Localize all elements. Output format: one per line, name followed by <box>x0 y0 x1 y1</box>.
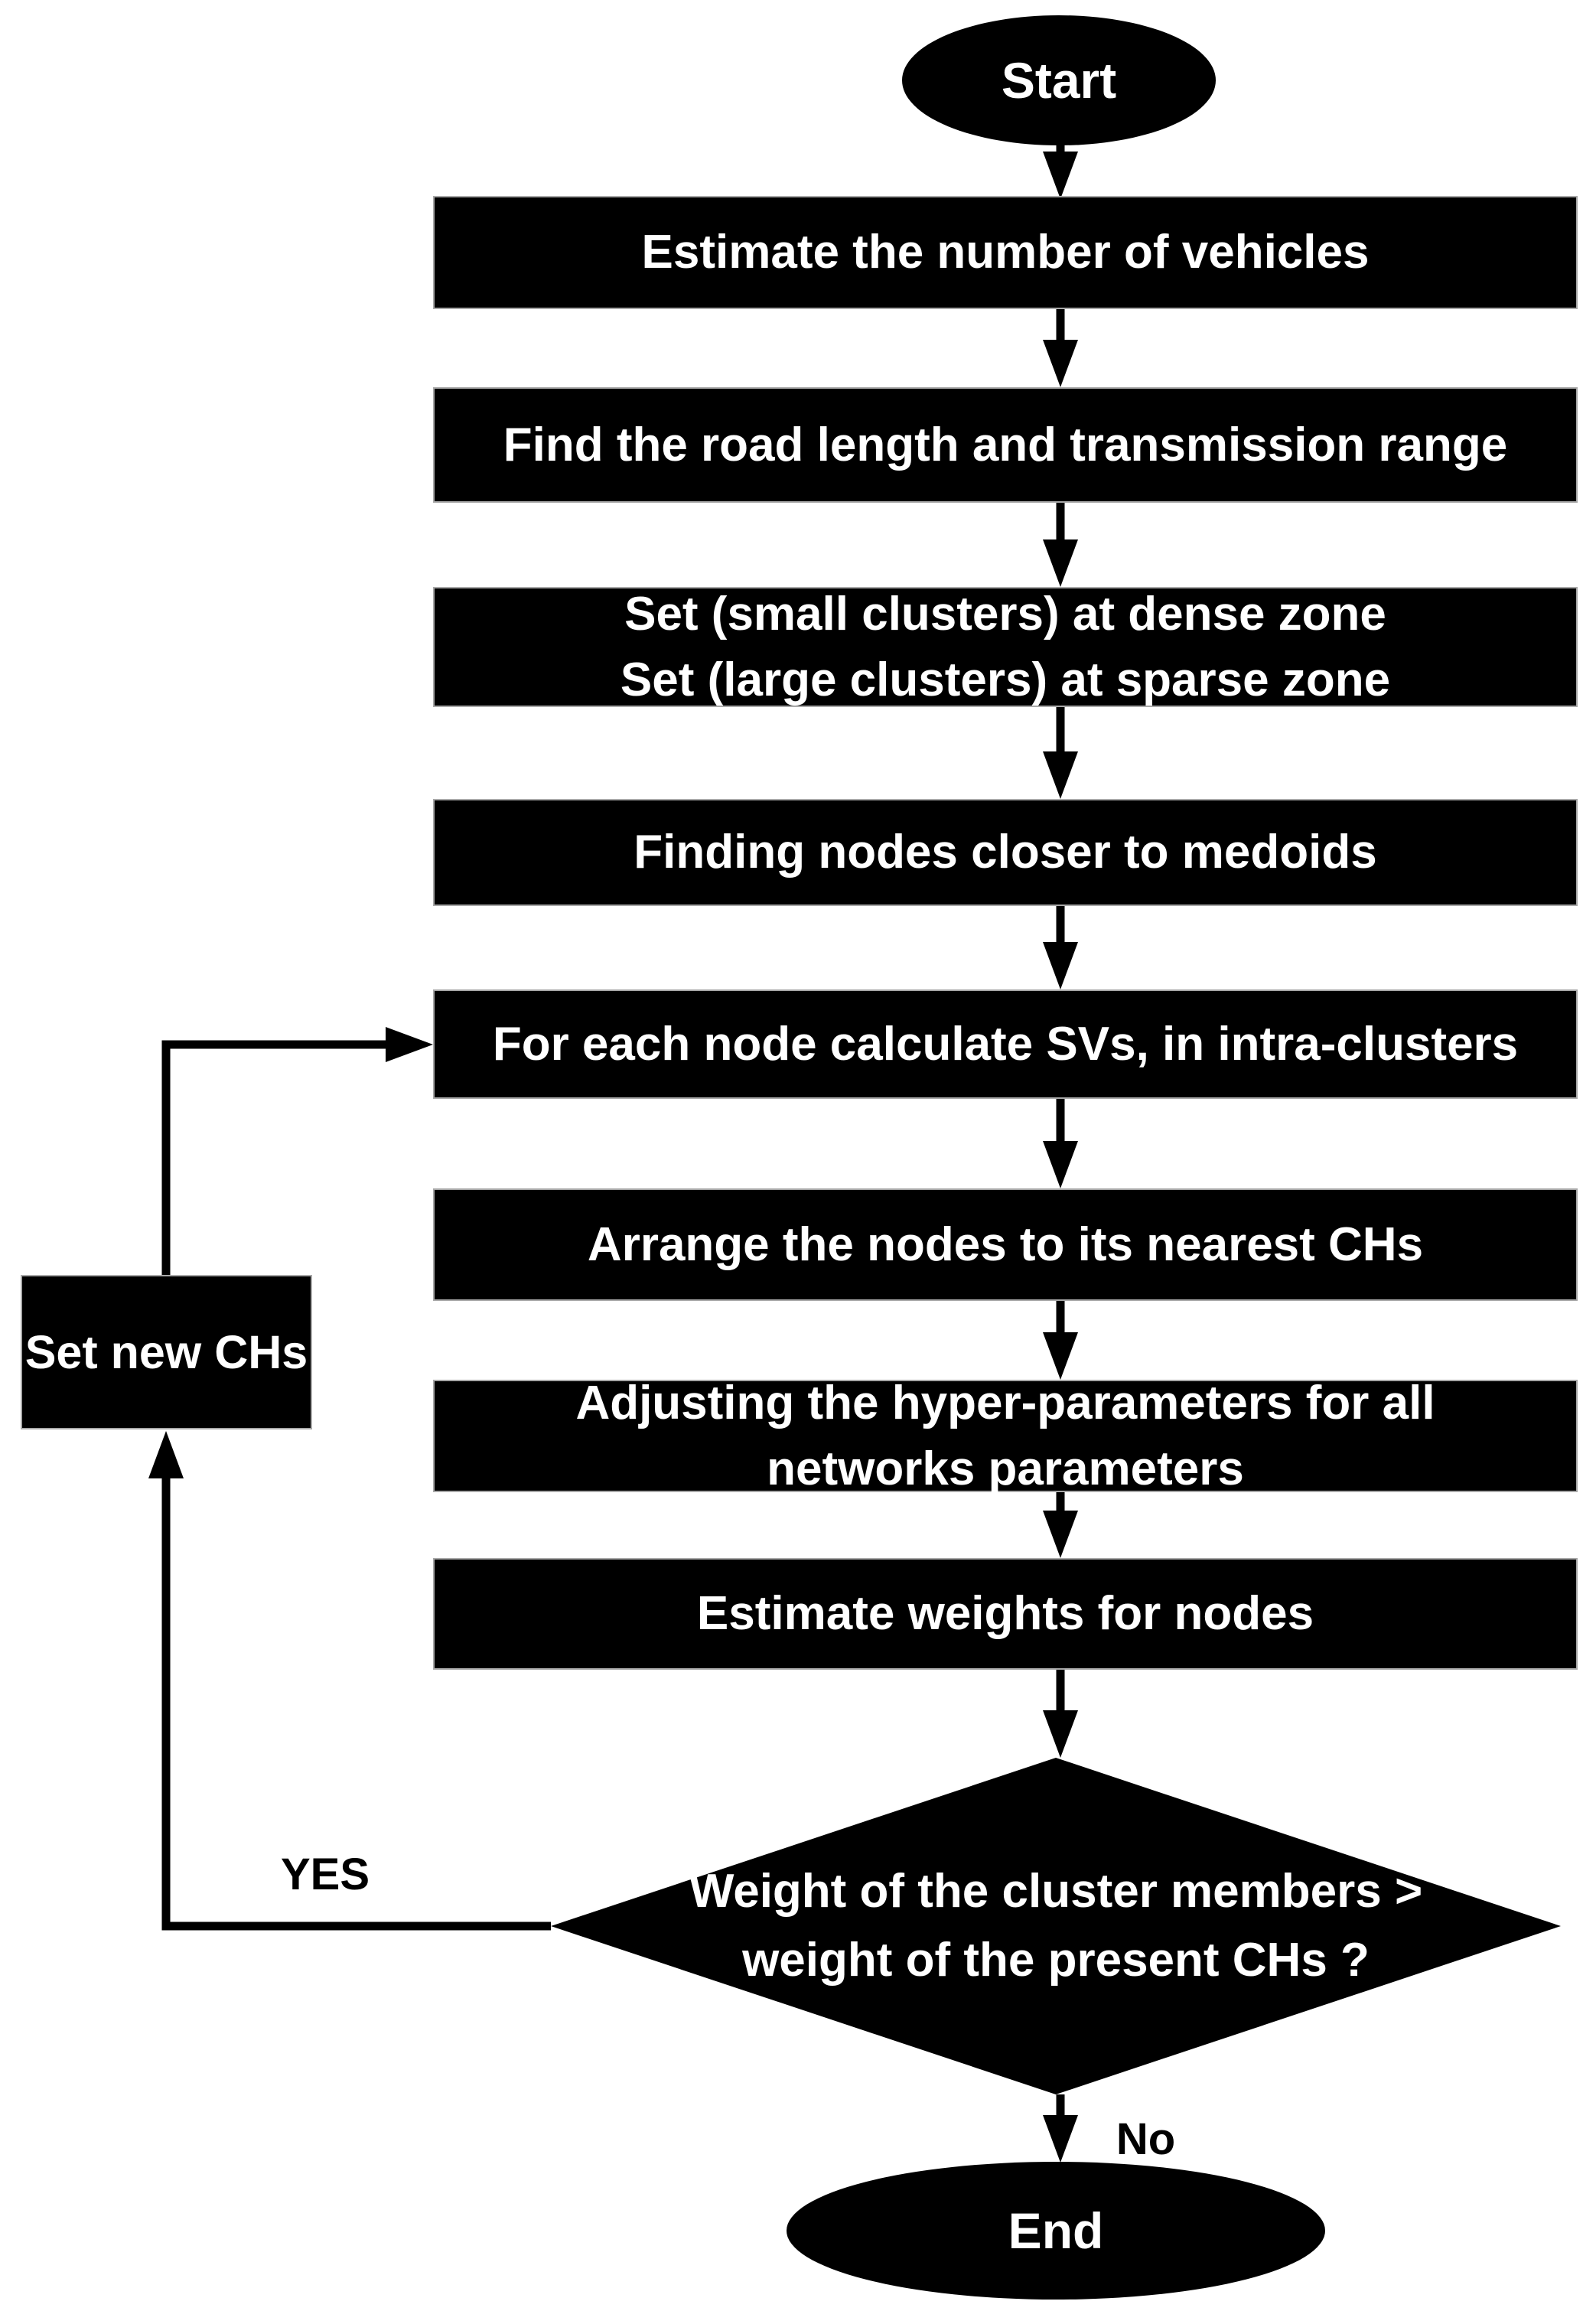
edge-weights-to-decision <box>1043 1668 1078 1758</box>
process-set-cluster-sizes-label: Set (small clusters) at dense zone Set (… <box>620 587 1391 706</box>
process-set-cluster-sizes: Set (small clusters) at dense zone Set (… <box>433 587 1578 707</box>
process-calculate-svs: For each node calculate SVs, in intra-cl… <box>433 989 1578 1099</box>
process-finding-nodes-medoids-label: Finding nodes closer to medoids <box>634 826 1377 878</box>
edge-start-to-estimate <box>1043 140 1078 199</box>
decision-label: Weight of the cluster members > weight o… <box>689 1865 1423 1987</box>
start-terminator: Start <box>902 15 1216 145</box>
end-label: End <box>1008 2202 1104 2259</box>
no-edge-label: No <box>1116 2114 1176 2164</box>
process-arrange-nodes-chs: Arrange the nodes to its nearest CHs <box>433 1188 1578 1301</box>
edge-estimate-to-roadlength <box>1043 309 1078 387</box>
edge-svs-to-arrange <box>1043 1099 1078 1188</box>
edge-roadlength-to-setclusters <box>1043 503 1078 587</box>
process-set-new-chs: Set new CHs <box>21 1275 312 1429</box>
start-label: Start <box>1001 52 1117 109</box>
process-estimate-vehicles-label: Estimate the number of vehicles <box>641 226 1370 279</box>
edge-decision-to-end-no <box>1043 2094 1078 2163</box>
process-estimate-vehicles: Estimate the number of vehicles <box>433 196 1578 309</box>
edge-decision-yes-to-setnewchs <box>148 1431 551 1931</box>
decision-diamond-shape <box>551 1758 1561 2094</box>
process-estimate-weights: Estimate weights for nodes <box>433 1558 1578 1670</box>
process-finding-nodes-medoids: Finding nodes closer to medoids <box>433 799 1578 906</box>
end-terminator: End <box>787 2162 1325 2300</box>
process-estimate-weights-label: Estimate weights for nodes <box>696 1587 1314 1640</box>
process-find-road-length: Find the road length and transmission ra… <box>433 387 1578 503</box>
edge-setnewchs-to-svs <box>161 1027 433 1275</box>
process-set-new-chs-label: Set new CHs <box>24 1326 308 1378</box>
yes-edge-label: YES <box>280 1850 370 1899</box>
edge-setclusters-to-medoids <box>1043 707 1078 799</box>
edge-adjust-to-weights <box>1043 1492 1078 1558</box>
process-find-road-length-label: Find the road length and transmission ra… <box>503 418 1508 471</box>
edge-arrange-to-adjust <box>1043 1301 1078 1380</box>
process-adjust-hyperparameters-label: Adjusting the hyper-parameters for all n… <box>575 1376 1435 1495</box>
process-calculate-svs-label: For each node calculate SVs, in intra-cl… <box>492 1017 1519 1071</box>
edge-medoids-to-svs <box>1043 906 1078 989</box>
process-adjust-hyperparameters: Adjusting the hyper-parameters for all n… <box>433 1377 1578 1495</box>
process-arrange-nodes-chs-label: Arrange the nodes to its nearest CHs <box>587 1217 1424 1271</box>
